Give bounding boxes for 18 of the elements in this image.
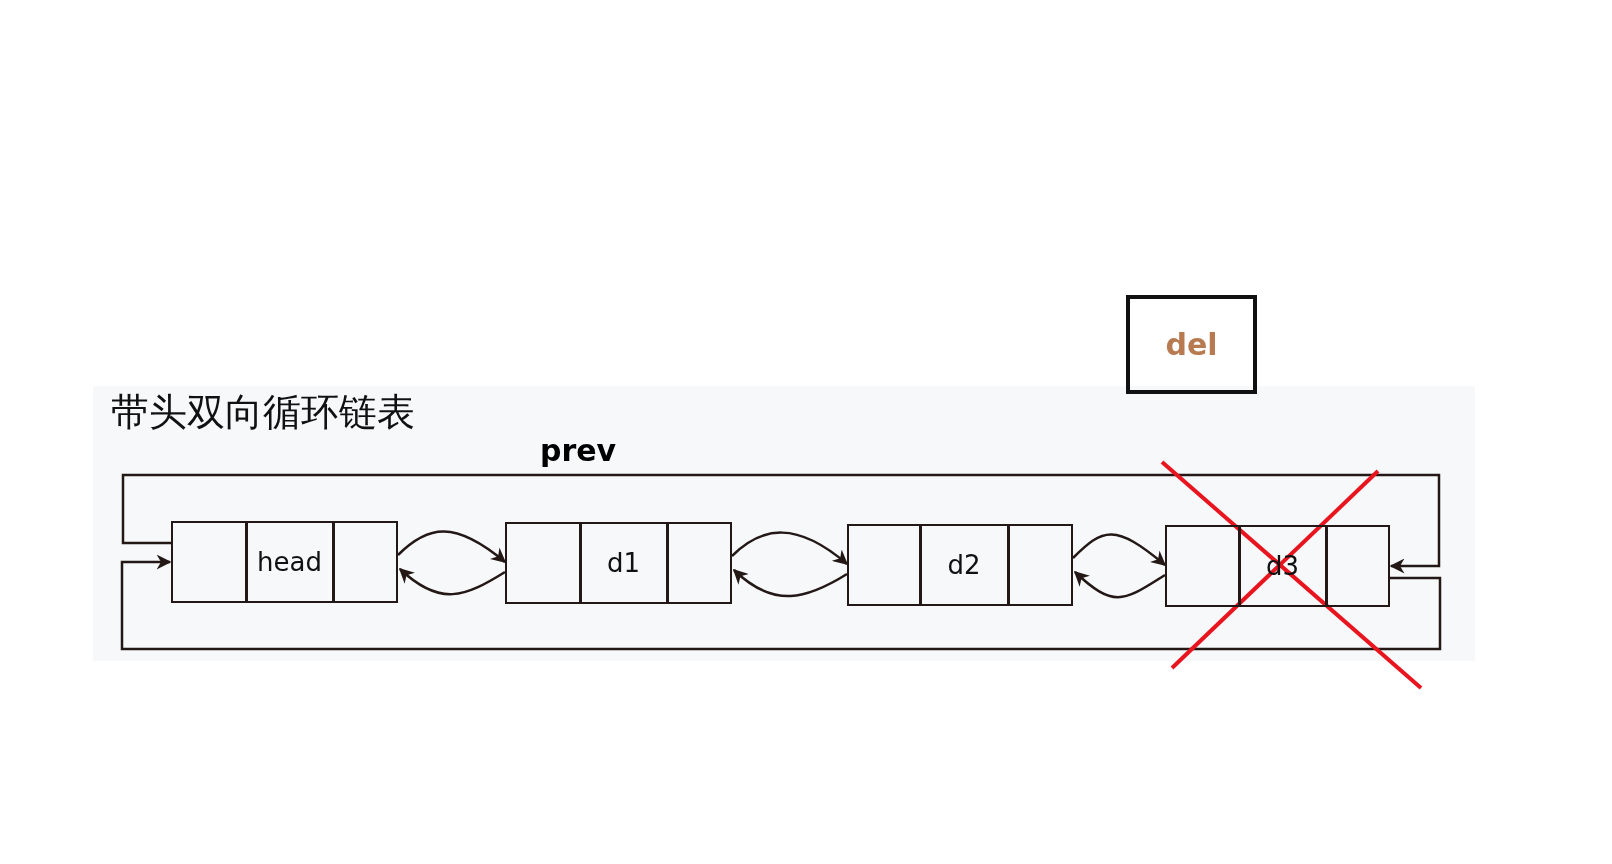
arrow: [398, 568, 506, 596]
title: 带头双向循环链表: [111, 392, 415, 434]
pointer-label: prev: [540, 434, 617, 467]
arrow: [731, 531, 849, 565]
pointer-box: del: [1126, 295, 1257, 394]
node-label: d2: [946, 549, 982, 582]
list-node: [505, 522, 732, 604]
list-node: [1165, 525, 1390, 607]
arrow: [1072, 533, 1167, 566]
loop-arrow: [120, 554, 1442, 651]
list-node: [171, 521, 398, 603]
loop-arrow: [121, 473, 1441, 574]
node-label: head: [256, 546, 323, 579]
arrow: [732, 569, 848, 598]
arrow: [1073, 571, 1166, 599]
list-node: [847, 524, 1073, 606]
node-label: d1: [605, 547, 641, 580]
arrow: [397, 530, 507, 563]
